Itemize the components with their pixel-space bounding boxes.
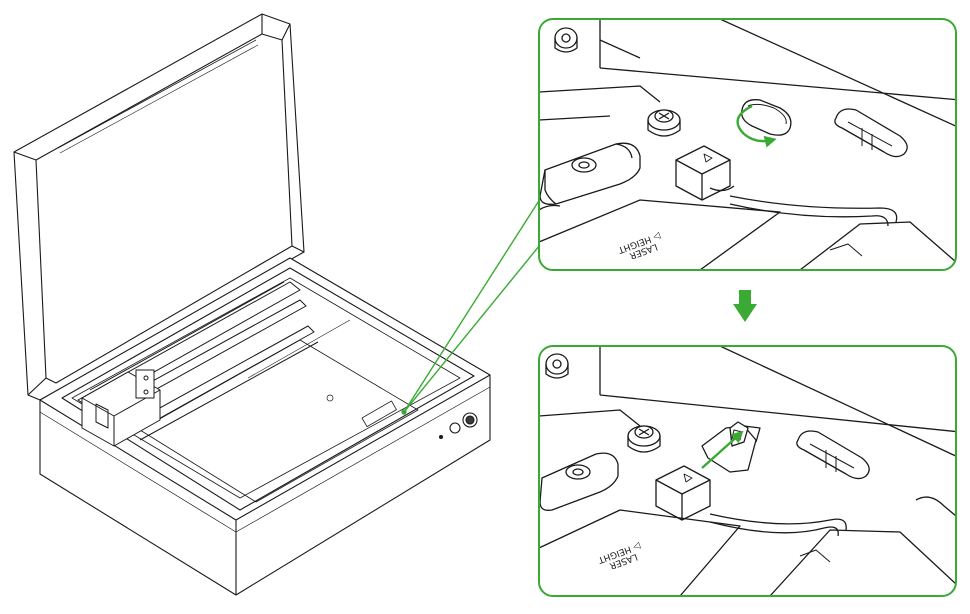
panel-1-border — [538, 18, 957, 271]
detail-panel-step-1: ▷ HEIGHT LASER — [538, 18, 957, 271]
down-arrow-icon — [733, 290, 757, 322]
screw-icon — [647, 109, 681, 137]
panel-2-border — [538, 345, 957, 597]
bracket — [539, 452, 619, 511]
knob-icon — [545, 353, 569, 379]
machine-lid — [13, 13, 305, 401]
gantry — [77, 281, 319, 447]
slot — [796, 430, 870, 480]
detail-panel-step-2: ▷ HEIGHT LASER — [538, 345, 957, 597]
bracket — [539, 142, 641, 205]
cover-piece — [741, 99, 792, 136]
knob-icon — [554, 27, 578, 53]
connector-plug — [675, 145, 735, 201]
slot — [834, 108, 908, 158]
rotate-arrow-icon — [736, 104, 777, 148]
screw-icon — [627, 425, 661, 453]
insert-arrow-icon — [701, 430, 744, 469]
front-controls — [438, 412, 478, 440]
callout-lines — [401, 195, 545, 415]
connector-plug — [655, 465, 711, 521]
laser-engraver-machine — [13, 13, 491, 596]
